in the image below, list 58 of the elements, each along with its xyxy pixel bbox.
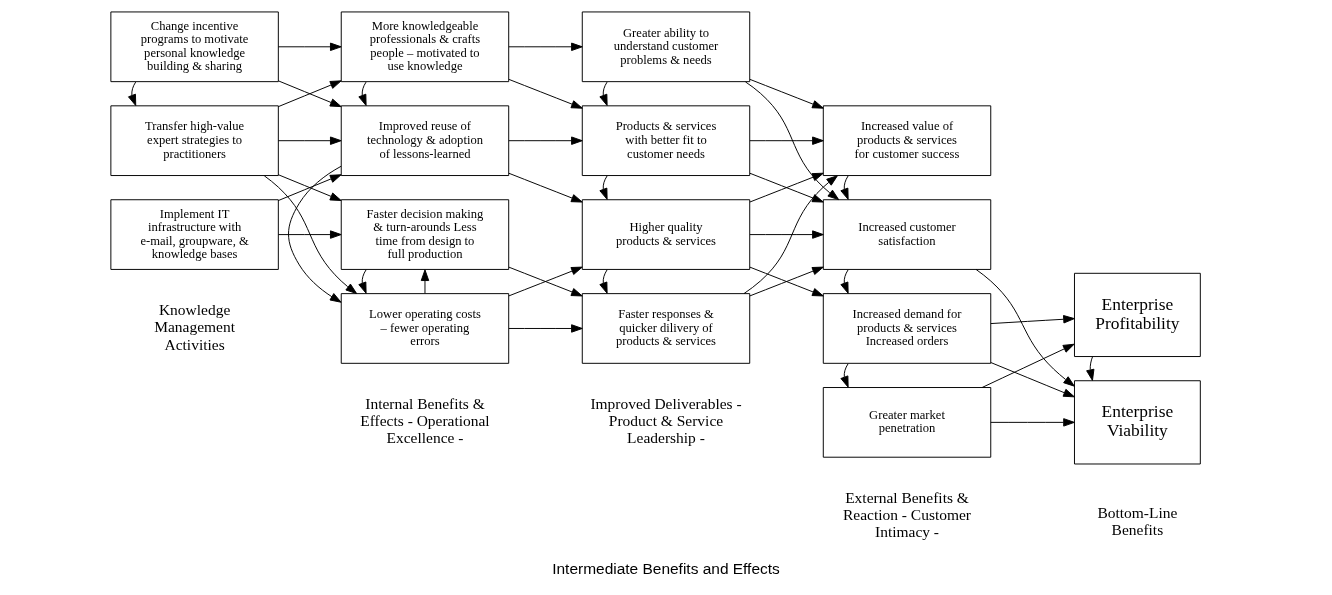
arrow (358, 81, 367, 106)
arrow (749, 172, 824, 203)
node-box: Increased customer satisfaction (822, 199, 992, 270)
arrow (749, 266, 824, 297)
node-box: Higher quality products & services (581, 199, 751, 270)
arrow (508, 136, 583, 145)
arrow (840, 363, 849, 388)
node-box: Greater ability to understand customer problems & needs (581, 11, 751, 83)
node-box: Products & services with better fit to customer needs (581, 105, 751, 177)
label: Improved Deliverables - Product & Service Leadership - (590, 394, 742, 447)
node-box: Implement IT infrastructure with e-mail, groupware, & knowledge bases (110, 199, 279, 270)
arrow (975, 269, 1075, 387)
arrow (263, 175, 358, 294)
arrow (358, 269, 367, 294)
node-box: More knowledgeable professionals & crafts people – motivated to use knowledge (340, 11, 510, 83)
arrow (744, 81, 840, 201)
arrow (599, 175, 608, 200)
arrow (749, 230, 824, 239)
node-box: Faster decision making & turn-arounds Less time from design to full production (340, 199, 510, 270)
arrow (1086, 356, 1095, 381)
arrow (508, 42, 583, 51)
node-box: Transfer high-value expert strategies to practitioners (110, 105, 279, 177)
node-box: Improved reuse of technology & adoption of lessons-learned (340, 105, 510, 177)
node-box: Lower operating costs – fewer operating errors (340, 293, 510, 364)
node-box: Greater market penetration (822, 387, 992, 458)
arrow (508, 172, 583, 203)
arrow (128, 81, 137, 106)
node-box: Faster responses & quicker dilivery of products & services (581, 293, 751, 364)
label: Knowledge Management Activities (154, 300, 235, 353)
arrow (840, 175, 849, 200)
arrow (599, 269, 608, 294)
node-box: Increased demand for products & services Increased orders (822, 293, 992, 364)
arrow (749, 78, 824, 109)
arrow (990, 418, 1075, 427)
caption: Intermediate Benefits and Effects (552, 560, 780, 578)
node-box: Change incentive programs to motivate personal knowledge building & sharing (110, 11, 279, 83)
arrow (990, 315, 1075, 325)
arrow (277, 136, 342, 145)
arrow (749, 136, 824, 145)
node-box: Enterprise Viability (1074, 380, 1201, 465)
arrow (981, 343, 1075, 388)
label: Internal Benefits & Effects - Operational Excellence - (360, 394, 490, 447)
arrow (277, 42, 342, 51)
arrow (743, 175, 838, 294)
arrow (277, 80, 342, 108)
arrow (840, 269, 849, 294)
node-box: Enterprise Profitability (1074, 272, 1201, 358)
arrow (508, 324, 583, 333)
arrow (599, 81, 608, 106)
arrow (288, 165, 342, 303)
label: External Benefits & Reaction - Customer Intimacy - (843, 488, 972, 541)
node-box: Increased value of products & services for customer success (822, 105, 992, 177)
arrow (277, 230, 342, 239)
arrow (990, 362, 1075, 398)
arrow (508, 78, 583, 109)
label: Bottom-Line Benefits (1097, 504, 1178, 539)
arrow (508, 266, 583, 297)
arrow (420, 269, 430, 294)
